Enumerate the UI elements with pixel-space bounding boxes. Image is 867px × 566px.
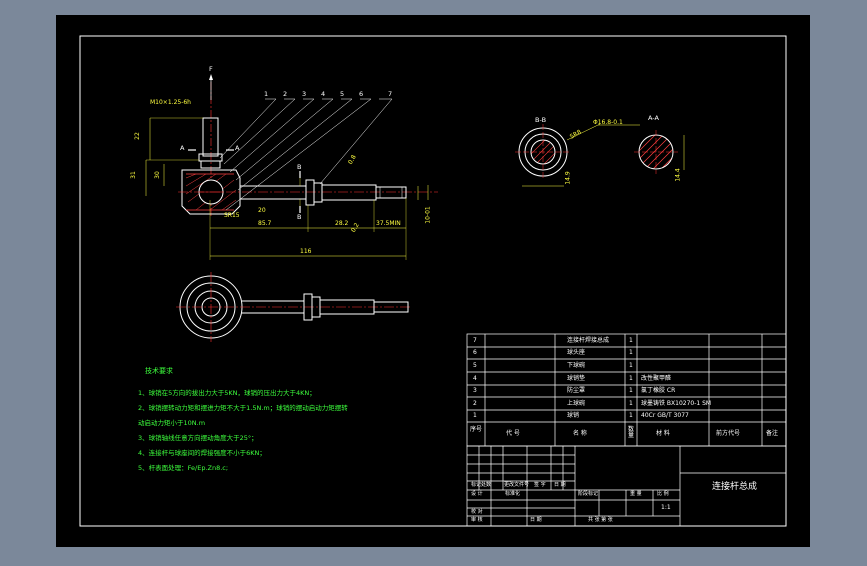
tb-date-2: 日 期	[530, 517, 542, 523]
section-aa-view	[598, 124, 685, 174]
dim-85-7: 85.7	[258, 220, 272, 227]
bom-name: 连接杆焊接总成	[567, 337, 610, 344]
bom-header-name: 名 称	[573, 430, 587, 437]
bom-name: 上球碗	[567, 400, 586, 407]
bb-dim-top: Φ16.8-0.1	[593, 119, 623, 126]
bom-no: 2	[473, 400, 477, 407]
bom-material: 改性聚甲醛	[641, 375, 672, 382]
thread-label: M10×1.25-6h	[150, 99, 191, 106]
tb-mark: 标记	[471, 482, 482, 488]
tb-design: 设 计	[471, 491, 483, 497]
section-mark-b-top: B	[297, 163, 302, 171]
tech-req-title: 技术要求	[145, 367, 173, 375]
bom-no: 7	[473, 337, 477, 344]
bom-name: 球头座	[567, 349, 586, 356]
dim-30: 30	[153, 171, 161, 179]
dim-116: 116	[300, 248, 312, 255]
tb-check: 标准化	[505, 491, 521, 497]
pin-nut	[200, 160, 221, 169]
callout-6: 6	[359, 90, 364, 98]
bom-material: 球墨铸铁 BX10270-1 SM	[641, 400, 712, 407]
bom-no: 3	[473, 387, 477, 394]
bom-name: 防尘罩	[567, 387, 586, 394]
threaded-end	[375, 186, 407, 199]
section-aa-title: A-A	[648, 114, 659, 122]
section-bb-title: B-B	[535, 116, 547, 124]
bom-no: 1	[473, 412, 477, 419]
bom-header-no: 序号	[470, 426, 483, 433]
dim-31: 31	[129, 171, 137, 179]
tech-req-item-6: 5、杆表面处理：Fe/Ep.Zn8.c;	[138, 464, 229, 472]
tb-weight: 重 量	[630, 491, 642, 497]
sheet-background	[56, 15, 810, 547]
bom-header-note: 备注	[766, 430, 779, 437]
force-arrowhead	[209, 74, 213, 80]
drawing-frame	[79, 35, 787, 527]
bom-qty: 1	[629, 362, 633, 369]
tech-req-item-1: 1、球销在5方向的拔出力大于5KN，球销的压出力大于4KN；	[138, 389, 316, 397]
aa-dim-side: 14.4	[674, 168, 682, 182]
callout-5: 5	[340, 90, 345, 98]
section-mark-a-right: A	[235, 144, 240, 152]
front-view	[145, 74, 438, 260]
bom-material: 40Cr GB/T 3077	[641, 412, 689, 419]
tb-process: 校 对	[471, 509, 483, 515]
bom-name: 球销	[567, 412, 580, 419]
callout-1: 1	[264, 90, 269, 98]
bom-qty: 1	[629, 400, 633, 407]
ball-pin-shank	[202, 117, 219, 157]
tech-req-item-5: 4、连接杆与球座间的焊接强度不小于6KN；	[138, 449, 266, 457]
bom-name: 球销垫	[567, 375, 586, 382]
bom-no: 6	[473, 349, 477, 356]
callout-4: 4	[321, 90, 326, 98]
dim-37-5: 37.5MIN	[376, 220, 401, 227]
tech-req-item-3: 动启动力矩小于10N.m	[138, 419, 206, 427]
callout-leaders	[219, 98, 393, 211]
force-label: F	[209, 65, 213, 73]
drawing-title: 连接杆总成	[712, 482, 758, 492]
title-block-grid	[466, 445, 787, 527]
dim-22: 22	[133, 132, 141, 140]
tb-scale: 1:1	[661, 504, 671, 511]
bom-no: 5	[473, 362, 477, 369]
tb-sheet: 共 张 第 张	[588, 517, 613, 523]
dim-28-2: 28.2	[335, 220, 349, 227]
bb-dim-bottom: 14.9	[564, 171, 572, 185]
tech-req-item-4: 3、球销轴线任意方向摆动角度大于25°；	[138, 434, 258, 442]
callout-2: 2	[283, 90, 288, 98]
tb-count: 处数	[481, 482, 492, 488]
bom-qty: 1	[629, 337, 633, 344]
callout-3: 3	[302, 90, 307, 98]
bom-no: 4	[473, 375, 477, 382]
bom-header-code: 代 号	[506, 430, 520, 437]
bom-qty: 1	[629, 349, 633, 356]
top-view	[176, 272, 412, 342]
section-mark-a-left: A	[180, 144, 185, 152]
dim-20: 20	[258, 207, 266, 214]
tb-approve: 审 核	[471, 517, 483, 523]
section-mark-b-bottom: B	[297, 213, 302, 221]
tb-stage: 阶段标记	[578, 491, 599, 497]
bom-qty: 1	[629, 412, 633, 419]
bom-table-grid	[466, 333, 787, 447]
tb-sign: 签 字	[534, 482, 546, 488]
tb-scale-label: 比 例	[657, 491, 669, 497]
bom-header-qty: 数量	[628, 426, 635, 439]
bom-qty: 1	[629, 387, 633, 394]
bom-qty: 1	[629, 375, 633, 382]
tb-date: 日 期	[554, 482, 566, 488]
bom-name: 下球碗	[567, 362, 586, 369]
bom-header-std: 前方代号	[716, 430, 741, 437]
bom-material: 氯丁橡胶 CR	[641, 387, 676, 394]
tb-change: 更改文件号	[504, 482, 530, 488]
tech-req-item-2: 2、球销摆转动力矩和摆进力矩不大于1.5N.m；球销的摆动启动力矩摆转	[138, 404, 348, 412]
bom-header-material: 材 料	[656, 430, 670, 437]
dim-sr15: SR15	[224, 212, 240, 219]
dim-10: 10-01	[424, 206, 432, 224]
callout-7: 7	[388, 90, 393, 98]
housing-outline	[181, 169, 241, 215]
